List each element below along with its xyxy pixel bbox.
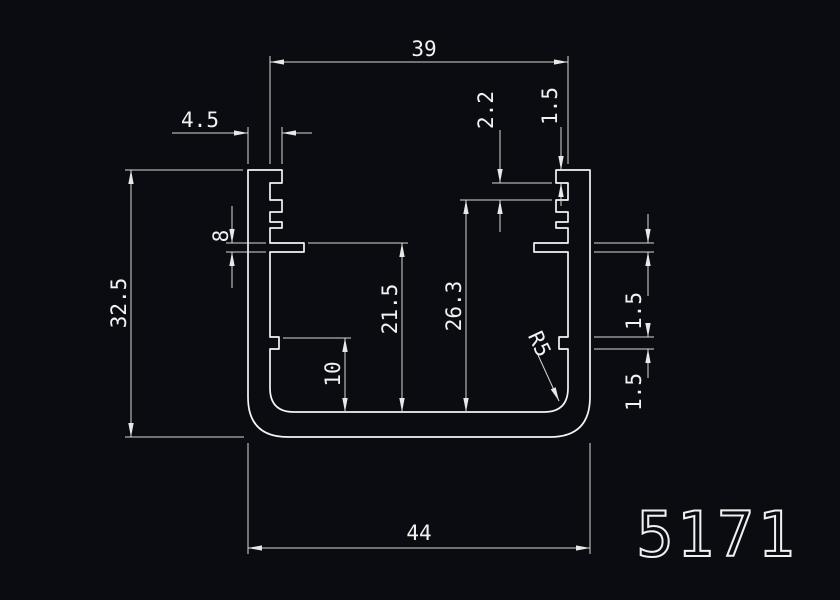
dim-text-corner-radius: R5 [523,328,555,361]
dim-text-overall-height: 32.5 [107,278,131,329]
dim-text-overall-width: 44 [406,521,431,545]
leader-line [537,354,560,402]
dimension-opening-width: 39 [269,37,569,164]
dimension-left-fin: 8 [209,206,266,288]
dim-text-left-fin: 8 [209,230,233,243]
dimension-corner-radius: R5 [523,328,560,402]
dimension-overall-height: 32.5 [107,169,244,438]
dimension-overall-width: 44 [247,443,591,554]
dim-text-lip-width: 4.5 [181,108,219,132]
dimension-right-fin-thickness: 1.5 [594,214,654,330]
dim-text-fin-to-bottom: 21.5 [378,284,402,335]
dimension-right-rib-height: 1.5 [594,323,654,411]
dimension-rib-to-bottom: 10 [283,337,351,412]
dim-text-serration-tooth: 1.5 [538,87,562,125]
dim-text-right-rib-height: 1.5 [622,373,646,411]
dimension-fin-to-bottom: 21.5 [308,242,408,412]
dimension-groove-to-bottom: 26.3 [442,199,552,412]
dim-text-opening-width: 39 [411,37,436,61]
dim-text-serration-pitch: 2.2 [474,91,498,129]
profile-outline [247,169,591,438]
part-number: 5171 [636,498,797,571]
dim-text-right-fin-thickness: 1.5 [622,292,646,330]
dim-text-groove-to-bottom: 26.3 [442,281,466,332]
dimension-lip-width: 4.5 [172,108,312,164]
dim-text-rib-to-bottom: 10 [321,361,345,386]
dimension-serration-tooth: 1.5 [538,87,564,206]
profile-geometry [247,169,591,438]
dimension-serration-pitch: 2.2 [474,91,552,232]
